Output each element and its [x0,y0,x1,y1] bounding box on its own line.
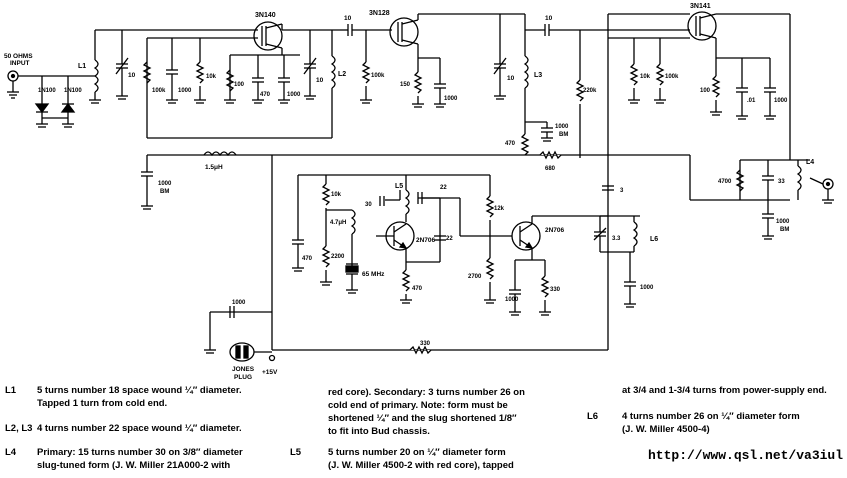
note-L5-label: L5 [290,447,302,458]
r-680-label: 680 [545,166,556,172]
note-L4-line4: cold end of primary. Note: form must be [328,400,508,411]
r-2200-label: 2200 [331,254,345,260]
plug-label-2: PLUG [234,374,252,381]
q4-label: 2N706 [416,237,436,244]
input-label-1: 50 OHMS [4,53,33,60]
source-url[interactable]: http://www.qsl.net/va3iul [648,448,844,463]
note-L6-label: L6 [587,411,599,422]
plug-label-1: JONES [232,366,255,373]
r-10k-2-label: 10k [640,74,651,80]
bm-3-label: BM [160,189,169,195]
c-tune2-label: 10 [316,77,324,84]
note-L4-line3: red core). Secondary: 3 turns number 26 … [328,387,525,398]
c-470-1-label: 470 [260,92,271,98]
note-L4-line6: to fit into Bud chassis. [328,426,430,437]
q5-transistor [511,221,541,251]
r-10k-3-label: 10k [331,192,342,198]
r-100-1-label: 100 [234,82,245,88]
choke-15-label: 1.5μH [205,164,223,171]
c-tune1-label: 10 [128,72,136,79]
input-connector [7,70,95,99]
c-01-label: .01 [747,98,756,104]
note-L6-line2: (J. W. Miller 4500-4) [622,424,710,435]
q1-label: 3N140 [255,12,276,19]
note-L4-label: L4 [5,447,17,458]
L3-label: L3 [534,72,542,79]
L4-label: L4 [806,159,814,166]
r-470-1-label: 470 [505,141,516,147]
note-L4-line2: slug-tuned form (J. W. Miller 21A000-2 w… [37,460,231,471]
q2-mosfet [389,17,419,47]
c-1000-1-label: 1000 [178,88,192,94]
c-1000-4-label: 1000 [774,98,788,104]
diode-pair [34,76,76,128]
L6-label: L6 [650,236,658,243]
d1-label: 1N100 [38,88,56,94]
c-tune3-label: 10 [507,75,515,82]
c-470-2-label: 470 [302,256,313,262]
L1-label: L1 [78,63,86,70]
note-L1-line2: Tapped 1 turn from cold end. [37,398,168,409]
note-L4-line1: Primary: 15 turns number 30 on 3/8″ diam… [37,447,243,458]
q2-label: 3N128 [369,10,390,17]
r-12k-label: 12k [494,206,505,212]
bm-1-label: BM [559,132,568,138]
L5-label: L5 [395,183,403,190]
r-100-2-label: 100 [700,88,711,94]
note-L5-line2: (J. W. Miller 4500-2 with red core), tap… [328,460,514,471]
r-100k-1-label: 100k [152,88,166,94]
r-330-1-label: 330 [550,287,561,293]
c-1000-7-label: 1000 [232,300,246,306]
note-L5-continued: at 3/4 and 1-3/4 turns from power-supply… [622,385,827,396]
input-label-2: INPUT [10,60,30,67]
r-470-2-label: 470 [412,286,423,292]
r-100k-2-label: 100k [371,73,385,79]
note-L2L3-line1: 4 turns number 22 space wound ¼″ diamete… [37,423,242,434]
c-1000-3-label: 1000 [444,96,458,102]
supply-label: +15V [262,369,278,376]
r-4700-label: 4700 [718,179,732,185]
c-33-label: 33 [778,179,785,185]
jones-plug [229,342,255,362]
c-33b-label: 3.3 [612,236,621,242]
bm-2-label: BM [780,227,789,233]
note-L4-line5: shortened ¼″ and the slug shortened 1/8″ [328,413,517,424]
c-3-label: 3 [620,188,624,194]
c-1000bm-3-label: 1000 [158,181,172,187]
c-couple2-label: 10 [545,15,553,22]
L1-coil [89,30,101,104]
c-22-2-label: 22 [440,185,447,191]
r-220k-label: 220k [583,88,597,94]
q5-label: 2N706 [545,227,565,234]
d2-label: 1N100 [64,88,82,94]
r-150-label: 150 [400,82,411,88]
c-1000bm-1-label: 1000 [555,124,569,130]
xtal-label: 65 MHz [362,271,385,278]
q3-label: 3N141 [690,3,711,10]
r-100k-3-label: 100k [665,74,679,80]
q1-mosfet [253,21,283,51]
r-10k-1-label: 10k [206,74,217,80]
note-L5-line1: 5 turns number 20 on ¼″ diameter form [328,447,506,458]
L2-label: L2 [338,71,346,78]
q4-transistor [385,221,415,251]
c-22-1-label: 22 [446,236,453,242]
c-1000-5-label: 1000 [505,297,519,303]
r-2700-label: 2700 [468,274,482,280]
note-L1-label: L1 [5,385,17,396]
note-L2L3-label: L2, L3 [5,423,33,434]
c-1000bm-2-label: 1000 [776,219,790,225]
c-couple1-label: 10 [344,15,352,22]
c-30-label: 30 [365,202,372,208]
r-330-2-label: 330 [420,341,431,347]
c-1000-6-label: 1000 [640,285,654,291]
tuning-cap-1 [115,30,129,100]
note-L1-line1: 5 turns number 18 space wound ¼″ diamete… [37,385,242,396]
c-1000-2-label: 1000 [287,92,301,98]
q3-mosfet [687,11,717,41]
note-L6-line1: 4 turns number 26 on ¼″ diameter form [622,411,800,422]
note-L4-continued: red core). Secondary: 3 turns number 26 … [328,386,525,438]
choke-47-label: 4.7μH [330,220,346,226]
